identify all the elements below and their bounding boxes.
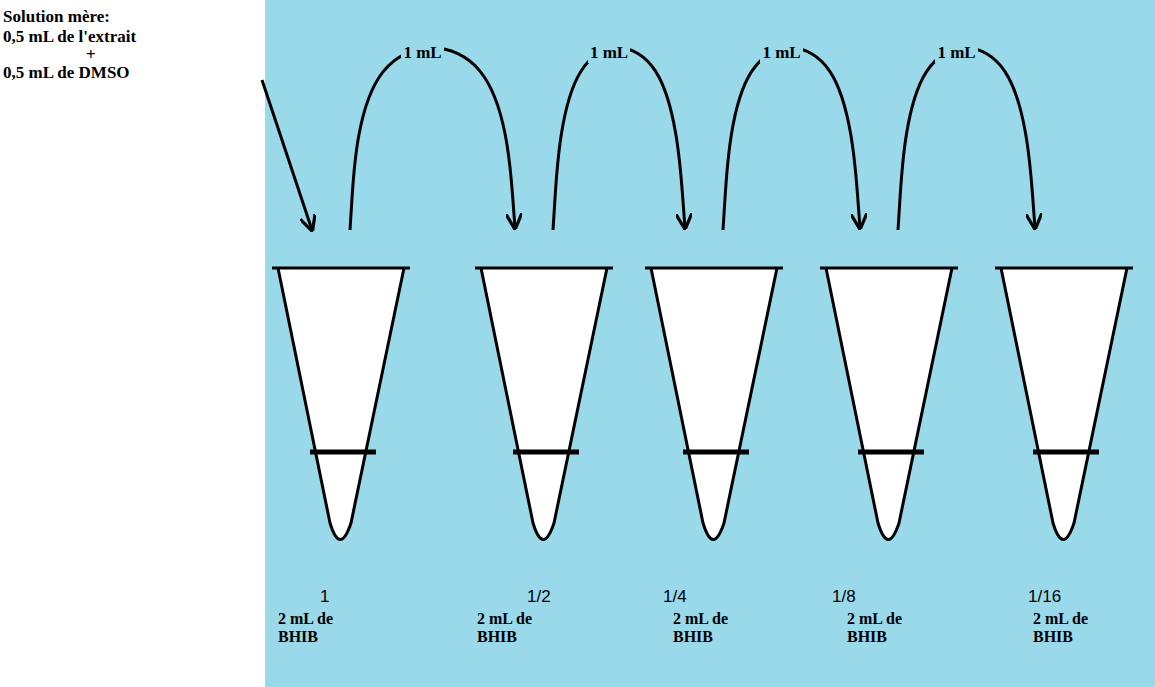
tube-outline (820, 226, 960, 526)
dilution-ratio: 1 (320, 588, 329, 607)
transfer-volume: 1 mL (401, 44, 443, 63)
stock-solution-note: 0,5 mL de l'extrait (3, 28, 136, 47)
tube-outline (272, 226, 412, 526)
medium-volume: 2 mL de BHIB (847, 610, 925, 647)
liquid-level (858, 450, 924, 455)
test-tube: 1/42 mL de BHIB (645, 226, 785, 526)
dilution-ratio: 1/8 (832, 588, 856, 607)
blue-panel (265, 0, 1155, 687)
transfer-volume: 1 mL (588, 44, 630, 63)
pour-arrow (262, 80, 312, 230)
test-tube: 1/162 mL de BHIB (995, 226, 1135, 526)
transfer-volume: 1 mL (935, 44, 977, 63)
transfer-volume: 1 mL (760, 44, 802, 63)
transfer-arrow (553, 48, 685, 230)
medium-volume: 2 mL de BHIB (278, 610, 356, 647)
liquid-level (310, 450, 376, 455)
transfer-arrow (898, 48, 1035, 230)
tube-outline (475, 226, 615, 526)
medium-volume: 2 mL de BHIB (1033, 610, 1111, 647)
liquid-level (1033, 450, 1099, 455)
dilution-ratio: 1/4 (663, 588, 687, 607)
medium-volume: 2 mL de BHIB (477, 610, 555, 647)
test-tube: 1/82 mL de BHIB (820, 226, 960, 526)
medium-volume: 2 mL de BHIB (673, 610, 751, 647)
transfer-arrow (350, 48, 515, 230)
test-tube: 1/22 mL de BHIB (475, 226, 615, 526)
stock-solution-note: Solution mère: (3, 8, 110, 27)
stock-solution-note: 0,5 mL de DMSO (3, 64, 130, 83)
stock-solution-note: + (86, 46, 96, 65)
transfer-arrow (723, 48, 860, 230)
dilution-ratio: 1/16 (1028, 588, 1061, 607)
tube-outline (645, 226, 785, 526)
liquid-level (683, 450, 749, 455)
test-tube: 12 mL de BHIB (272, 226, 412, 526)
dilution-ratio: 1/2 (527, 588, 551, 607)
liquid-level (513, 450, 579, 455)
tube-outline (995, 226, 1135, 526)
